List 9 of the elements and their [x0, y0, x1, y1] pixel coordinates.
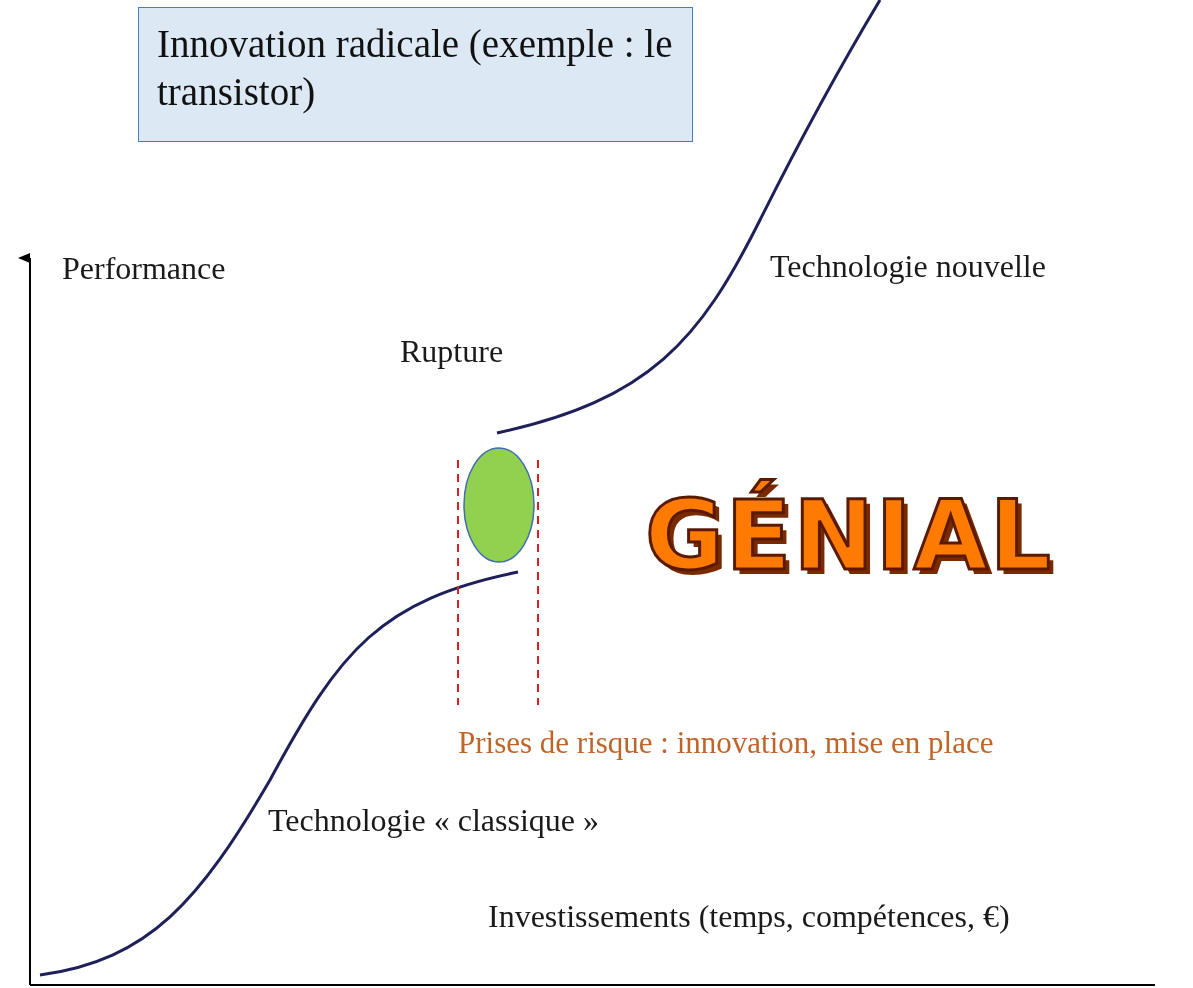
annotation-text: Prises de risque : innovation, mise en place: [458, 725, 994, 761]
axis-title: Performance: [62, 250, 226, 287]
annotation-text: Rupture: [400, 333, 504, 370]
axis-title: Investissements (temps, compétences, €): [488, 898, 1010, 935]
text-box: Innovation radicale (exemple : le transistor): [138, 7, 693, 142]
curve-label: Technologie nouvelle: [770, 248, 1046, 285]
decorative-word: GÉNIAL: [645, 480, 1053, 592]
curve-label: Technologie « classique »: [268, 802, 599, 839]
ellipse-shape: [463, 447, 535, 563]
